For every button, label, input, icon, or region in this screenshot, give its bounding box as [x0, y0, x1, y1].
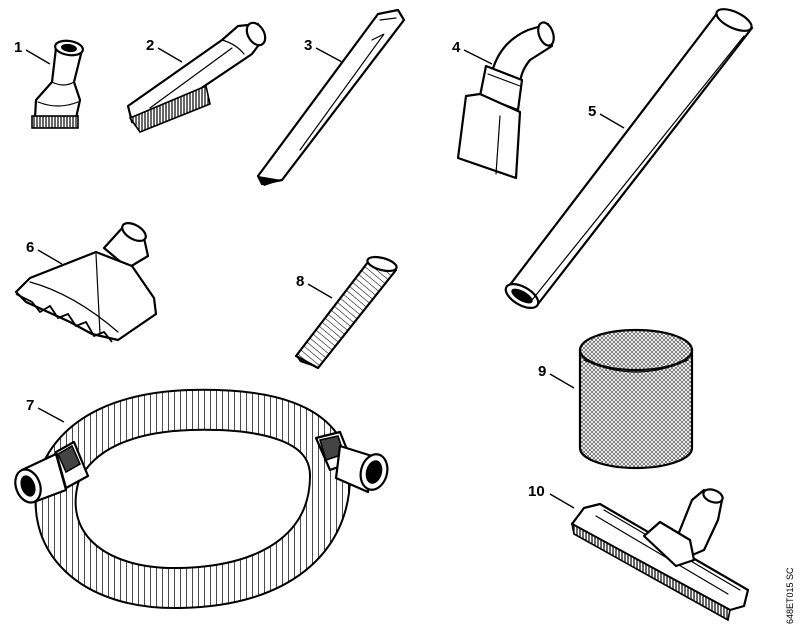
leader-line [599, 113, 625, 129]
leader-line [157, 47, 183, 63]
angled-upholstery-nozzle-icon [456, 21, 555, 180]
part-8-ribbed-crevice-tool: 8 [294, 255, 398, 370]
part-number-label: 6 [26, 239, 34, 256]
leader-line [37, 249, 63, 265]
part-4-angled-upholstery-nozzle: 4 [452, 21, 555, 180]
part-1-upholstery-brush-nozzle: 1 [14, 39, 84, 129]
part-7-suction-hose: 7 [14, 388, 389, 610]
filter-sleeve-icon [578, 328, 694, 470]
scrub-brush-nozzle-icon [126, 21, 267, 133]
part-number-label: 8 [296, 273, 304, 290]
leader-line [25, 49, 51, 65]
part-number-label: 1 [14, 39, 22, 56]
suction-hose-icon [14, 388, 389, 610]
leader-line [37, 407, 65, 423]
figure-code: 648ET015 SC [785, 567, 795, 624]
part-10-floor-nozzle: 10 [528, 483, 750, 622]
crevice-nozzle-icon [256, 8, 406, 186]
leader-line [549, 373, 575, 389]
part-6-squeegee-nozzle: 6 [14, 222, 158, 343]
leader-line [549, 493, 575, 509]
part-9-filter-sleeve: 9 [538, 328, 694, 470]
part-number-label: 4 [452, 39, 461, 56]
floor-nozzle-icon [570, 488, 750, 622]
part-number-label: 9 [538, 363, 546, 380]
part-3-crevice-nozzle: 3 [256, 8, 406, 186]
ribbed-crevice-tool-icon [294, 255, 398, 370]
part-2-scrub-brush-nozzle: 2 [126, 21, 267, 133]
leader-line [307, 283, 333, 299]
part-number-label: 7 [26, 397, 34, 414]
part-number-label: 5 [588, 103, 596, 120]
extension-tube-icon [504, 8, 754, 310]
leader-line [315, 47, 343, 63]
part-number-label: 10 [528, 483, 545, 500]
upholstery-brush-nozzle-icon [31, 39, 84, 129]
squeegee-nozzle-icon [14, 222, 158, 343]
part-5-extension-tube: 5 [504, 8, 754, 310]
part-number-label: 3 [304, 37, 312, 54]
part-number-label: 2 [146, 37, 154, 54]
leader-line [463, 49, 493, 65]
